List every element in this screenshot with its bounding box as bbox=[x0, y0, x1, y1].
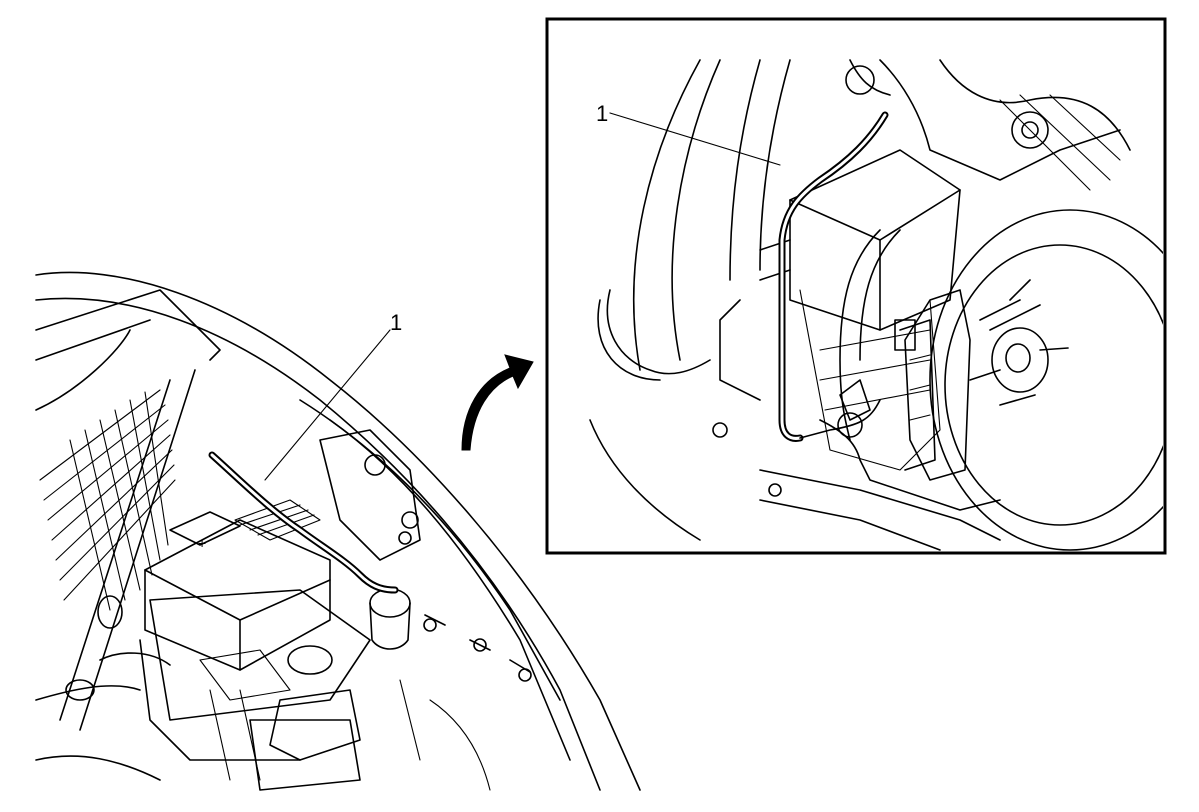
brake-fluid-reservoir bbox=[369, 588, 411, 650]
radiator-grille bbox=[39, 389, 176, 611]
callout-leader-detail bbox=[609, 112, 781, 166]
callout-label-detail: 1 bbox=[596, 101, 608, 126]
callout-label-main: 1 bbox=[390, 310, 402, 335]
svg-text:+: + bbox=[198, 535, 206, 551]
brake-pipe bbox=[208, 451, 399, 594]
engine-compartment-view: + bbox=[35, 271, 641, 791]
brake-rotor bbox=[929, 209, 1163, 551]
brake-caliper bbox=[894, 289, 971, 481]
callout-leader-main bbox=[264, 329, 391, 481]
detail-inset: 1 bbox=[545, 17, 1167, 555]
brake-pipe-detail bbox=[778, 111, 889, 442]
inset-frame bbox=[545, 17, 1167, 555]
view-direction-arrow bbox=[461, 354, 534, 451]
coolant-reservoir bbox=[249, 645, 361, 791]
battery: + bbox=[144, 499, 331, 671]
